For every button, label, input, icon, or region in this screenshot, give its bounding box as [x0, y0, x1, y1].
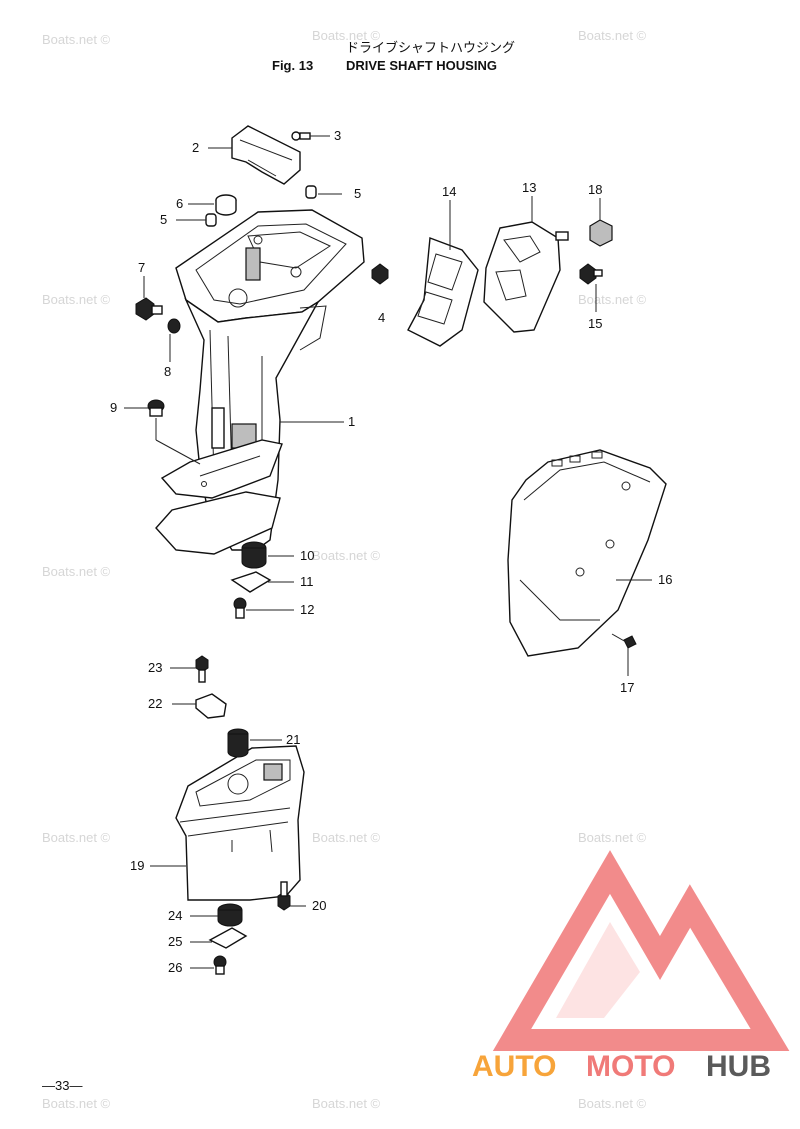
watermark: Boats.net © — [578, 1096, 647, 1111]
clip-part — [230, 571, 272, 593]
callout-7: 7 — [138, 260, 145, 275]
callout-23: 23 — [148, 660, 162, 675]
grommet-part-24 — [217, 903, 243, 927]
callout-12: 12 — [300, 602, 314, 617]
watermark: Boats.net © — [312, 548, 381, 563]
bolt-part — [135, 297, 163, 321]
screw-part-17 — [611, 633, 637, 649]
watermark: Boats.net © — [312, 830, 381, 845]
dowel-pin-part — [205, 213, 217, 227]
watermark: Boats.net © — [42, 292, 111, 307]
watermark: Boats.net © — [42, 830, 111, 845]
bolt-part-15 — [579, 263, 603, 285]
title-japanese: ドライブシャフトハウジング — [346, 40, 515, 56]
watermark: Boats.net © — [312, 1096, 381, 1111]
bolt-part-20 — [277, 881, 291, 911]
watermark: Boats.net © — [42, 32, 111, 47]
screw-part — [291, 131, 311, 141]
callout-6: 6 — [176, 196, 183, 211]
watermark: Boats.net © — [578, 292, 647, 307]
bolt-part-4 — [371, 263, 389, 285]
callout-3: 3 — [334, 128, 341, 143]
callout-18: 18 — [588, 182, 602, 197]
watermark: Boats.net © — [42, 1096, 111, 1111]
callout-26: 26 — [168, 960, 182, 975]
bracket-part — [231, 125, 301, 185]
callout-9: 9 — [110, 400, 117, 415]
grommet-part-21 — [227, 728, 249, 758]
watermarks: Boats.net © Boats.net © Boats.net © Boat… — [42, 28, 647, 1111]
collar-part — [215, 194, 237, 216]
logo-text-moto: MOTO — [586, 1050, 675, 1083]
lower-housing-part — [175, 745, 305, 901]
watermark: Boats.net © — [578, 28, 647, 43]
exhaust-guide-part — [483, 221, 569, 333]
watermark: Boats.net © — [42, 564, 111, 579]
plug-part — [147, 399, 165, 417]
watermark: Boats.net © — [578, 830, 647, 845]
page-title: DRIVE SHAFT HOUSING — [346, 58, 497, 73]
callout-16: 16 — [658, 572, 672, 587]
page-number: —33— — [42, 1078, 82, 1093]
plate-part — [195, 693, 227, 719]
callout-10: 10 — [300, 548, 314, 563]
callout-11: 11 — [300, 574, 314, 589]
callout-15: 15 — [588, 316, 602, 331]
callout-19: 19 — [130, 858, 144, 873]
watermark: Boats.net © — [312, 28, 381, 43]
nut-part — [589, 219, 613, 247]
housing-cover-part — [507, 449, 667, 657]
callout-14: 14 — [442, 184, 456, 199]
callout-20: 20 — [312, 898, 326, 913]
gasket-part — [407, 237, 479, 347]
logo-text-auto: AUTO — [472, 1050, 556, 1083]
screw-part-12 — [233, 597, 247, 619]
callout-13: 13 — [522, 180, 536, 195]
screw-part-26 — [213, 955, 227, 975]
figure-label: Fig. 13 — [272, 58, 313, 73]
callout-21: 21 — [286, 732, 300, 747]
callout-24: 24 — [168, 908, 182, 923]
washer-part — [167, 318, 181, 334]
callout-17: 17 — [620, 680, 634, 695]
logo-text-hub: HUB — [706, 1050, 771, 1083]
grommet-part — [241, 541, 267, 569]
callout-25: 25 — [168, 934, 182, 949]
drive-shaft-housing-part — [155, 209, 365, 555]
callout-2: 2 — [192, 140, 199, 155]
callout-8: 8 — [164, 364, 171, 379]
dowel-pin-part — [305, 185, 317, 199]
automotohub-logo: AUTO MOTO HUB — [472, 850, 790, 1083]
bolt-part-23 — [195, 655, 209, 683]
callout-5: 5 — [354, 186, 361, 201]
callout-1: 1 — [348, 414, 355, 429]
callout-22: 22 — [148, 696, 162, 711]
callout-numbers: 1 2 3 4 5 5 6 7 8 9 10 11 12 13 14 15 16… — [110, 128, 672, 975]
clip-part-25 — [208, 927, 248, 949]
callout-5: 5 — [160, 212, 167, 227]
callout-4: 4 — [378, 310, 385, 325]
leader-lines — [124, 135, 652, 969]
